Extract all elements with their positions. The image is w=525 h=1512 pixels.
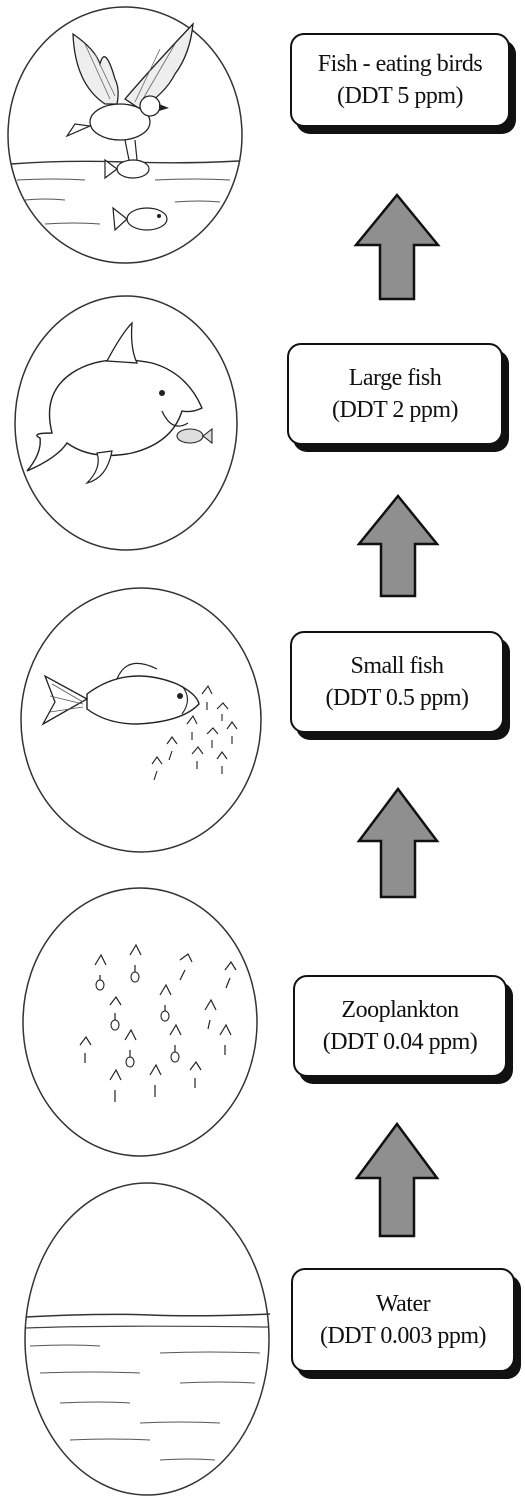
ddt-value: (DDT 0.5 ppm) [325, 682, 468, 714]
label-fish-eating-birds: Fish - eating birds (DDT 5 ppm) [290, 33, 510, 127]
zooplankton-illustration [20, 885, 260, 1160]
water-illustration [20, 1178, 274, 1500]
up-arrow-icon [355, 492, 441, 600]
up-arrow-icon [355, 785, 441, 901]
ddt-value: (DDT 0.04 ppm) [323, 1026, 478, 1058]
large-fish-illustration [12, 293, 240, 553]
label-water: Water (DDT 0.003 ppm) [291, 1268, 515, 1372]
label-zooplankton: Zooplankton (DDT 0.04 ppm) [293, 975, 507, 1077]
label-small-fish: Small fish (DDT 0.5 ppm) [290, 631, 504, 733]
level-name: Large fish [349, 362, 442, 394]
level-name: Fish - eating birds [318, 48, 483, 80]
ddt-value: (DDT 5 ppm) [337, 80, 463, 112]
up-arrow-icon [353, 1120, 441, 1240]
up-arrow-icon [352, 191, 442, 303]
fish-eating-bird-illustration [5, 4, 245, 266]
ddt-value: (DDT 0.003 ppm) [320, 1320, 486, 1352]
level-name: Water [376, 1288, 430, 1320]
level-name: Zooplankton [341, 994, 458, 1026]
level-name: Small fish [350, 650, 443, 682]
label-large-fish: Large fish (DDT 2 ppm) [287, 343, 503, 445]
ddt-value: (DDT 2 ppm) [332, 394, 458, 426]
small-fish-illustration [17, 584, 265, 856]
